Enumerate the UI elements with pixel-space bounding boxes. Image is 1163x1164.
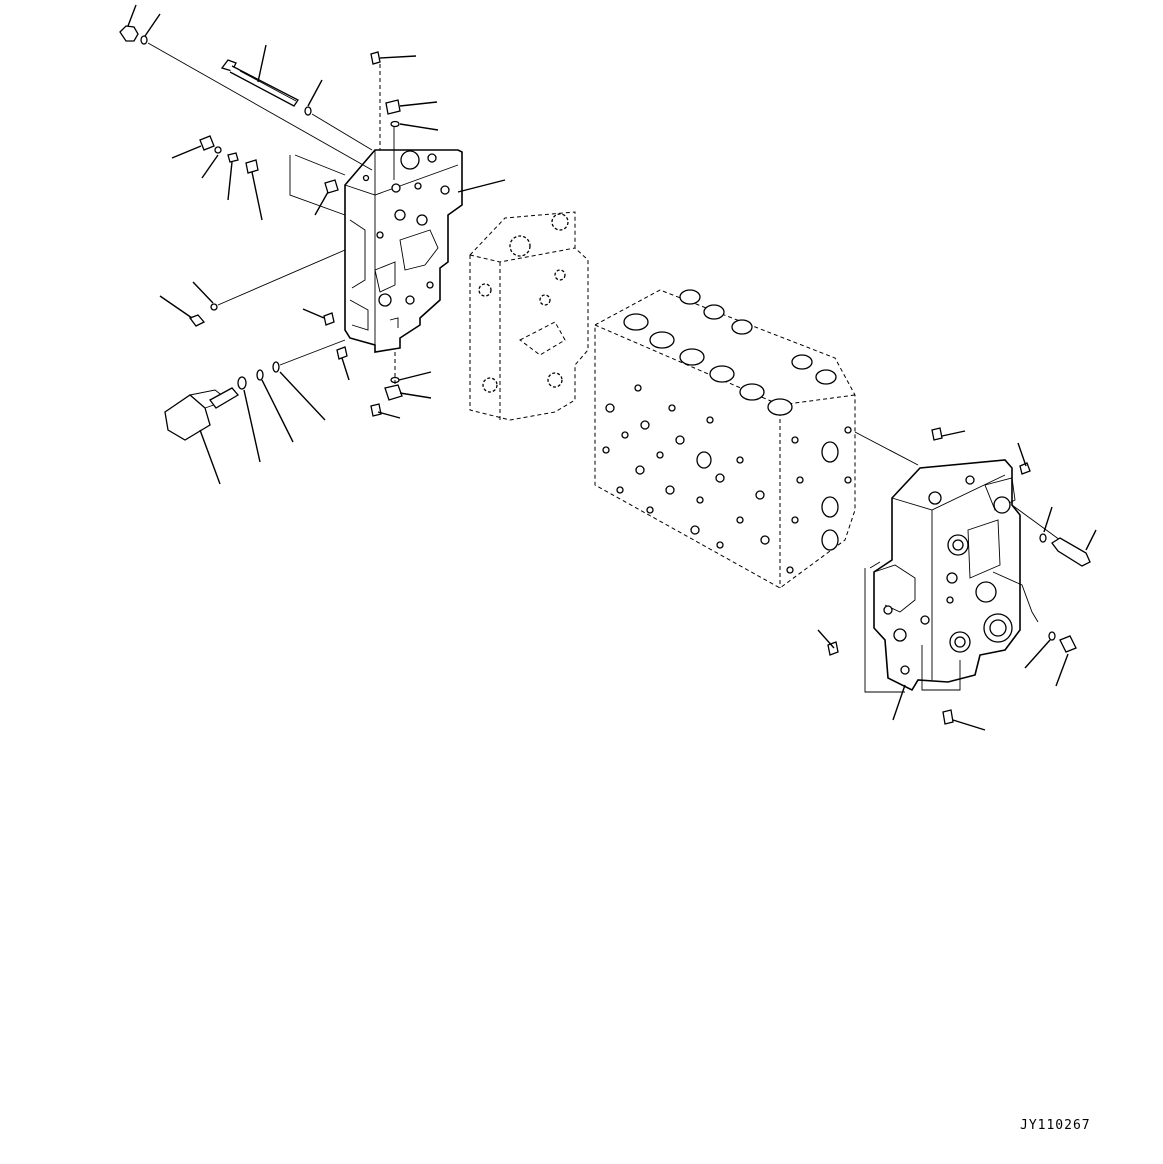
right-leader-lines (817, 430, 1097, 731)
right-parts (827, 427, 1091, 725)
left-valve-section (344, 149, 463, 353)
nut-icon (119, 25, 139, 42)
left-parts (119, 25, 403, 441)
middle-section-phantom (469, 211, 589, 421)
solenoid-icon (164, 394, 211, 441)
drawing-reference-code: JY110267 (1020, 1118, 1091, 1133)
right-valve-section (854, 431, 1061, 693)
left-leader-lines (127, 4, 506, 485)
main-valve-body-phantom (594, 289, 856, 589)
